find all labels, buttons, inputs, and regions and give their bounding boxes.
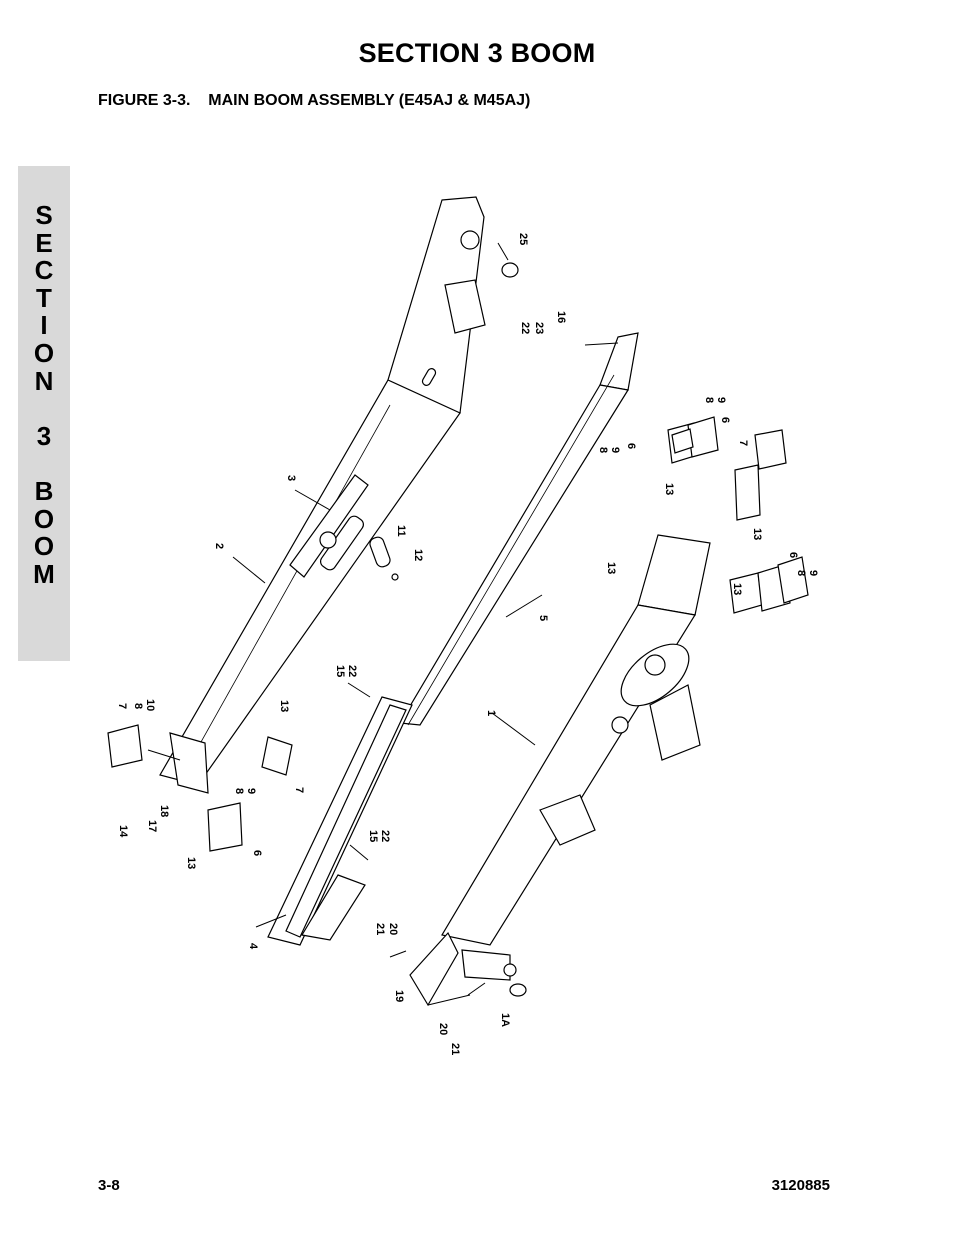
side-tab-letter: I <box>40 310 48 341</box>
side-tab-letter: T <box>36 282 52 313</box>
side-tab-letter: O <box>33 337 55 368</box>
callout-9-a: 9 <box>609 447 621 453</box>
callout-1: 1 <box>485 710 497 716</box>
power-track-chain <box>267 696 413 946</box>
bracket-part <box>409 931 471 1007</box>
boom-cylinder-detail <box>319 515 399 581</box>
section-side-tab: S E C T I O N 3 B O O M <box>18 166 70 661</box>
callout-18: 18 <box>158 805 170 817</box>
callout-2: 2 <box>213 543 225 549</box>
callout-21-a: 21 <box>374 923 386 935</box>
side-tab-letter: S <box>35 200 53 230</box>
page-number: 3-8 <box>98 1177 120 1194</box>
callout-4: 4 <box>247 943 259 950</box>
callout-7-a: 7 <box>737 440 749 446</box>
callout-6-b: 6 <box>719 417 731 423</box>
callout-3: 3 <box>285 475 297 481</box>
side-tab-letters: S E C T I O N 3 B O O M <box>18 200 70 589</box>
callout-6-a: 6 <box>625 443 637 449</box>
side-tab-letter: 3 <box>36 420 52 451</box>
callout-22-b: 22 <box>379 830 391 842</box>
figure-title: FIGURE 3-3. MAIN BOOM ASSEMBLY (E45AJ & … <box>98 92 531 109</box>
callout-9-c: 9 <box>807 570 819 576</box>
side-tab-letter <box>18 395 70 423</box>
side-tab-letter: O <box>33 503 55 534</box>
side-tab-letter: C <box>34 255 54 286</box>
mid-boom-part <box>399 332 639 726</box>
callout-13-f: 13 <box>185 857 197 869</box>
upper-boom-part <box>159 196 519 794</box>
side-tab-letter: M <box>33 558 55 589</box>
callout-20-b: 20 <box>437 1023 449 1035</box>
callout-9-b: 9 <box>715 397 727 403</box>
callout-8-d: 8 <box>132 703 144 709</box>
side-tab-letter: N <box>34 365 54 396</box>
callout-16: 16 <box>555 311 567 323</box>
callout-12: 12 <box>412 549 424 561</box>
callout-8-c: 8 <box>795 570 807 576</box>
callout-6-c: 6 <box>787 552 799 558</box>
callout-20-a: 20 <box>387 923 399 935</box>
boom-assembly-drawing: 25 22 23 16 3 11 12 2 5 8 9 6 8 9 6 7 13… <box>107 196 819 1055</box>
callout-8-a: 8 <box>597 447 609 453</box>
callout-17: 17 <box>146 820 158 832</box>
callout-13-c: 13 <box>605 562 617 574</box>
callout-15-b: 15 <box>367 830 379 842</box>
callout-25: 25 <box>517 233 529 245</box>
wear-pads-group <box>107 416 809 852</box>
callout-13-a: 13 <box>663 483 675 495</box>
callout-22-a: 22 <box>346 665 358 677</box>
callout-15-a: 15 <box>334 665 346 677</box>
callout-21-b: 21 <box>449 1043 461 1055</box>
side-tab-letter: O <box>33 531 55 562</box>
side-tab-letter <box>18 450 70 478</box>
side-tab-letter: B <box>34 475 54 506</box>
callout-7-b: 7 <box>116 703 128 709</box>
section-title: SECTION 3 BOOM <box>358 38 596 68</box>
callout-22: 22 <box>519 322 531 334</box>
callout-11: 11 <box>395 525 407 537</box>
callout-23: 23 <box>533 322 545 334</box>
callout-7-c: 7 <box>293 787 305 793</box>
callout-1a: 1A <box>499 1013 511 1027</box>
callout-8-e: 8 <box>233 788 245 794</box>
leader-lines <box>147 242 619 996</box>
callout-10: 10 <box>144 699 156 711</box>
callout-9-d: 9 <box>245 788 257 794</box>
side-tab-letter: E <box>35 227 53 258</box>
document-number: 3120885 <box>771 1177 830 1194</box>
callout-8-b: 8 <box>703 397 715 403</box>
callout-14: 14 <box>117 825 129 838</box>
callout-5: 5 <box>537 615 549 621</box>
base-boom-part <box>441 534 711 997</box>
callout-6-d: 6 <box>251 850 263 856</box>
callout-13-b: 13 <box>751 528 763 540</box>
callout-13-e: 13 <box>278 700 290 712</box>
callout-19: 19 <box>393 990 405 1002</box>
callout-13-d: 13 <box>731 583 743 595</box>
